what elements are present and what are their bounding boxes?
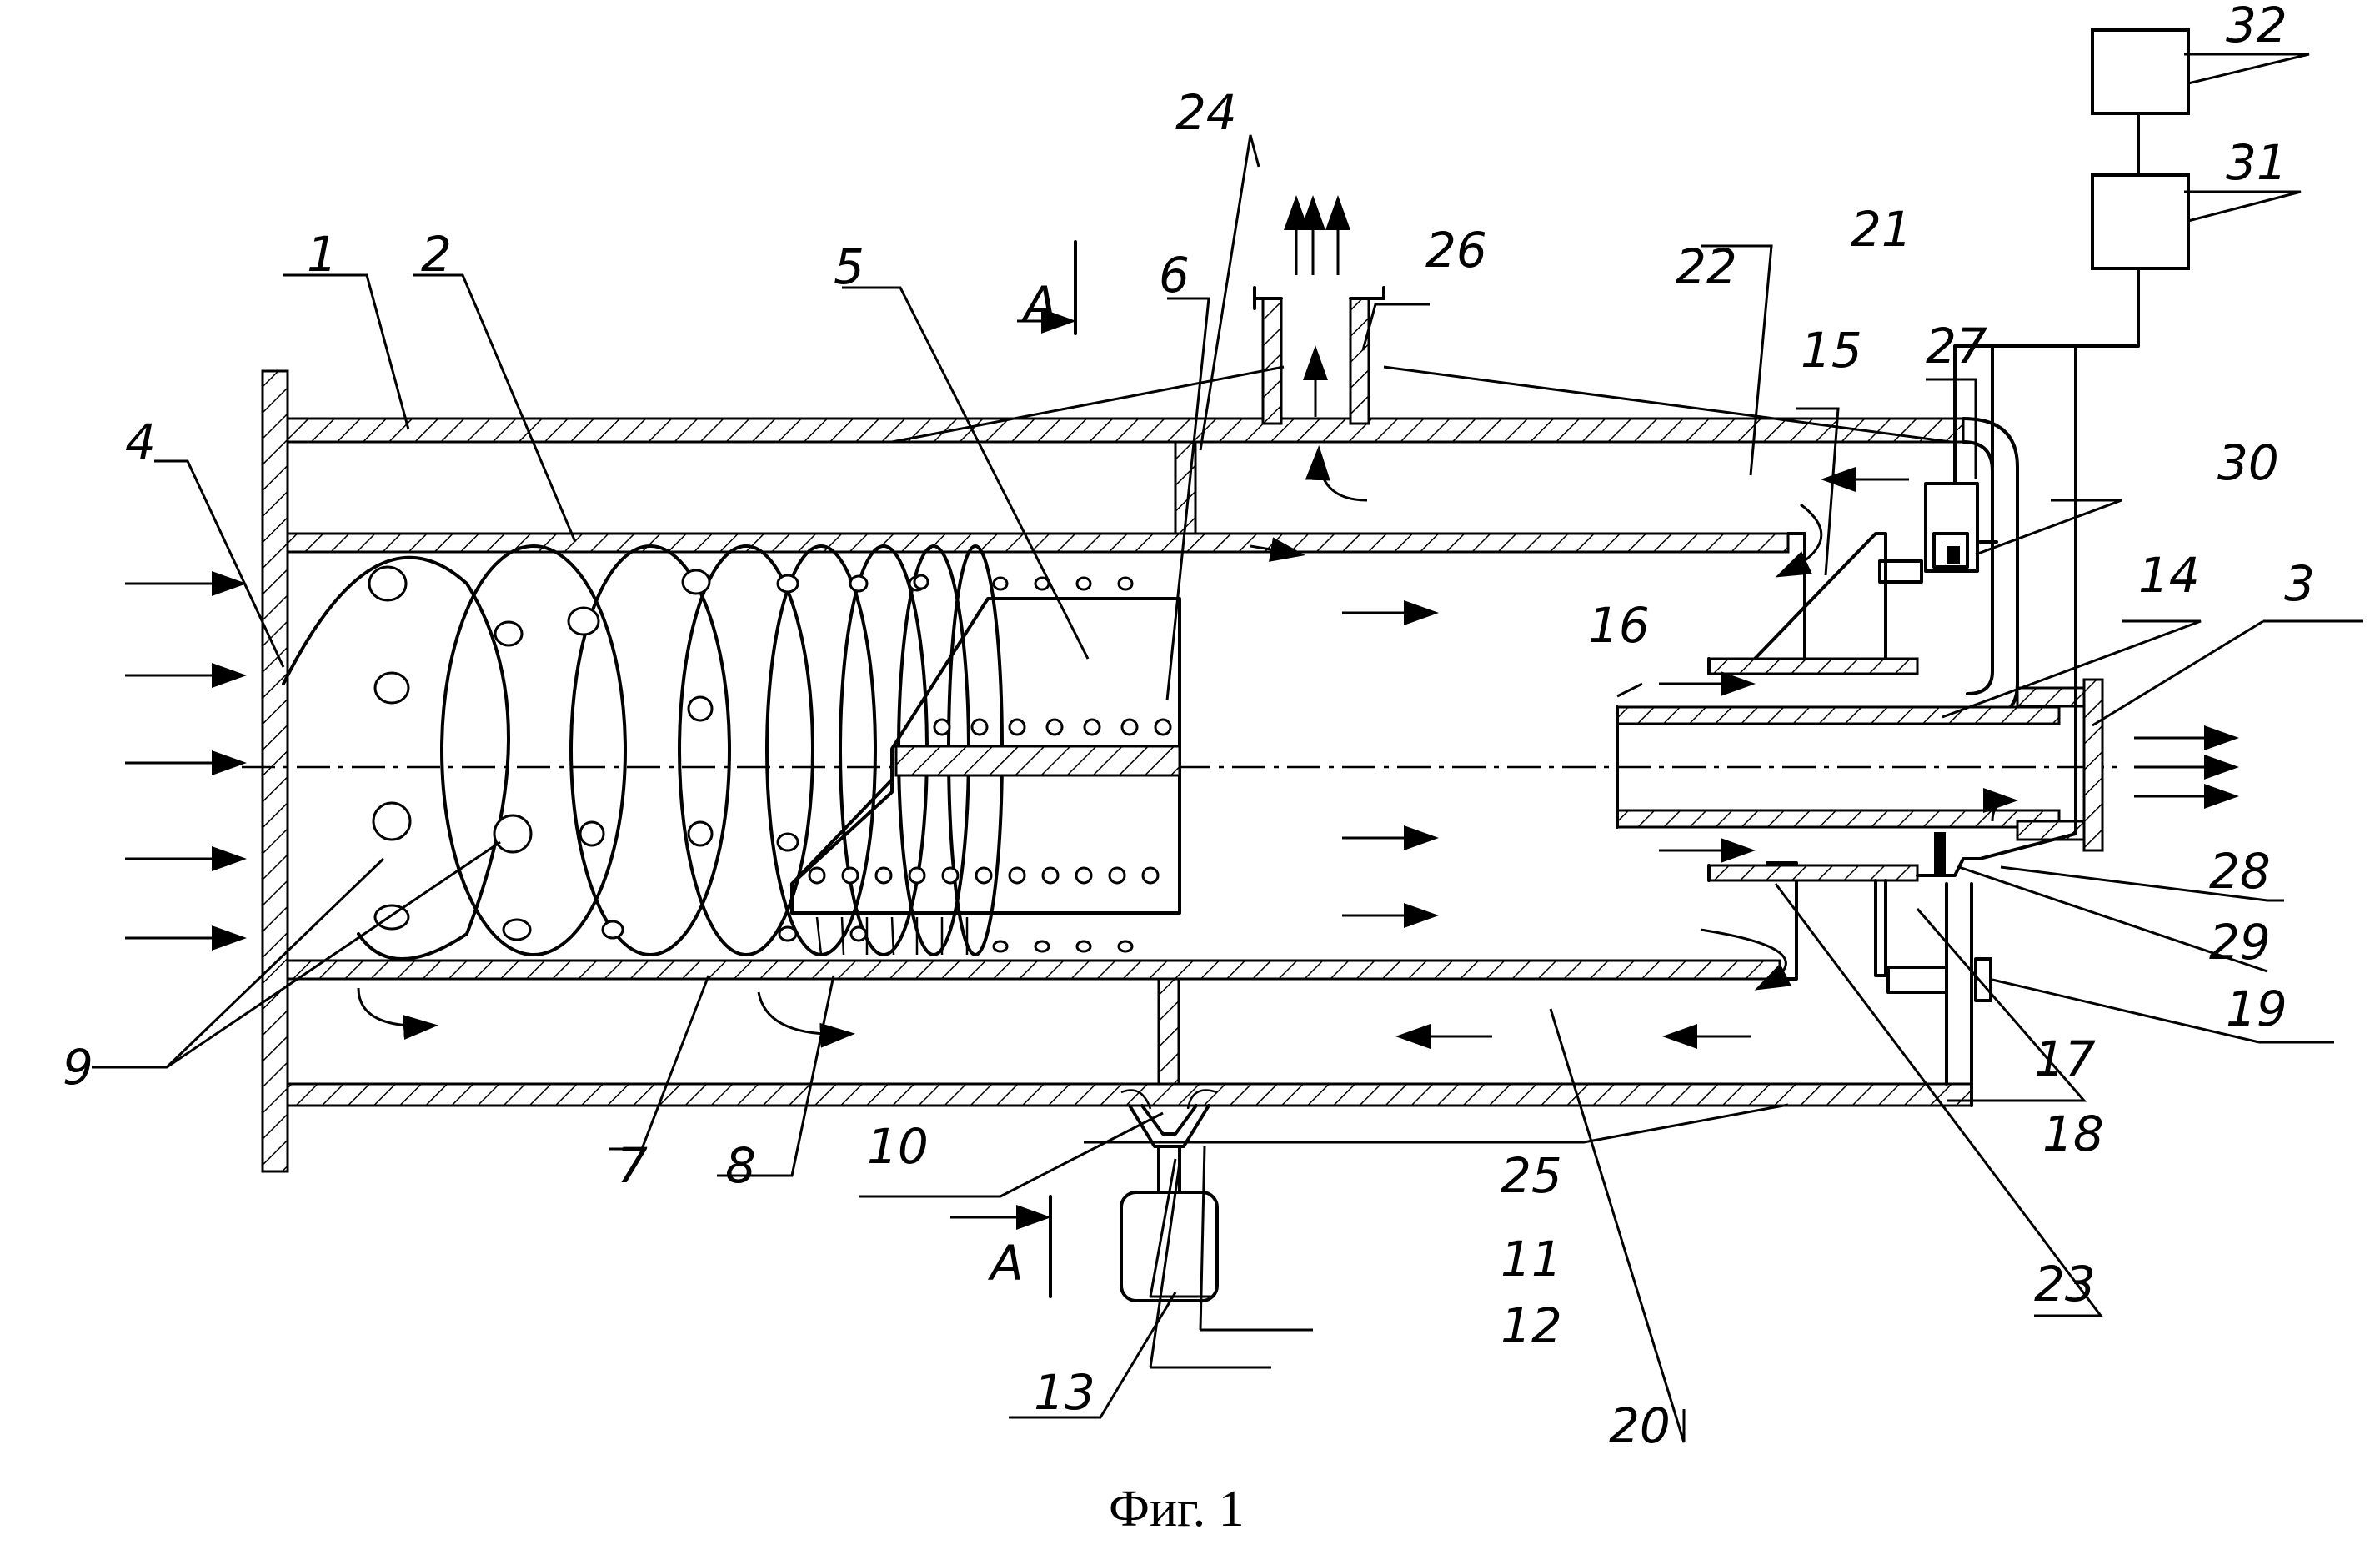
label-18: 18	[2042, 1106, 2104, 1162]
label-20: 20	[1609, 1397, 1671, 1454]
diffuser-cone	[792, 599, 1180, 955]
label-23: 23	[2034, 1256, 2096, 1312]
label-11: 11	[1501, 1231, 1562, 1287]
label-13: 13	[1034, 1364, 1095, 1421]
label-31: 31	[2226, 134, 2287, 191]
label-16: 16	[1588, 597, 1650, 654]
label-14: 14	[2138, 547, 2200, 604]
label-10: 10	[867, 1118, 929, 1175]
control-box-31	[2092, 175, 2188, 268]
control-units	[1955, 30, 2188, 859]
label-22: 22	[1676, 238, 1737, 295]
outlet-pipe	[1255, 288, 1384, 500]
control-box-32	[2092, 30, 2188, 113]
nozzle-assembly	[1617, 484, 2102, 1001]
label-27: 27	[1926, 318, 1987, 374]
label-28: 28	[2209, 843, 2271, 900]
label-24: 24	[1175, 84, 1237, 141]
label-6: 6	[1159, 247, 1190, 303]
label-32: 32	[2226, 0, 2287, 53]
label-12: 12	[1501, 1297, 1562, 1354]
label-15: 15	[1801, 322, 1862, 379]
partition-25	[1159, 979, 1179, 1084]
section-label-top: А	[1020, 276, 1057, 333]
label-29: 29	[2209, 914, 2271, 971]
label-19: 19	[2226, 981, 2287, 1037]
label-9: 9	[63, 1039, 93, 1096]
label-5: 5	[834, 238, 864, 295]
label-17: 17	[2034, 1031, 2096, 1087]
label-8: 8	[725, 1137, 756, 1194]
label-7: 7	[617, 1137, 648, 1194]
label-1: 1	[307, 226, 338, 283]
label-4: 4	[125, 414, 156, 470]
label-2: 2	[421, 226, 452, 283]
label-30: 30	[2217, 434, 2279, 491]
exhaust-arrows	[1296, 200, 1338, 275]
figure-caption: Фиг. 1	[1109, 1481, 1245, 1537]
label-3: 3	[2284, 555, 2315, 612]
label-21: 21	[1851, 201, 1912, 258]
swirl-coil	[283, 546, 1002, 959]
label-26: 26	[1425, 222, 1487, 278]
label-25: 25	[1501, 1147, 1562, 1204]
section-label-bottom: А	[987, 1235, 1024, 1292]
